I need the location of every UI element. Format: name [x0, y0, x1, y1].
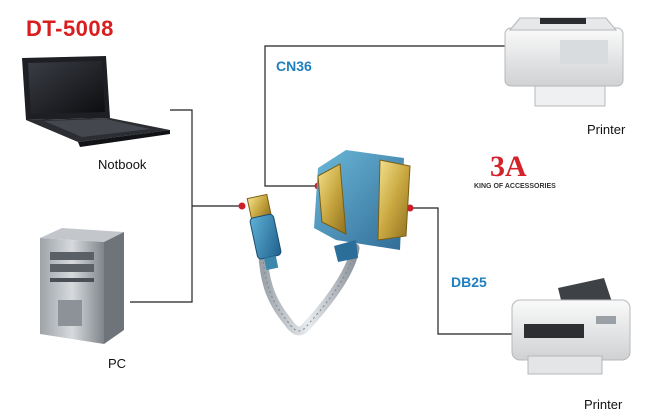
- db25-line: [410, 207, 512, 335]
- model-title: DT-5008: [26, 16, 114, 41]
- connector-dots: [238, 182, 414, 212]
- notebook-line: [170, 109, 193, 206]
- pc-line: [130, 206, 193, 303]
- db25-label: DB25: [451, 274, 487, 290]
- usb-plug-icon: [246, 193, 282, 271]
- printer-bottom-label: Printer: [584, 397, 623, 412]
- connection-lines: [130, 45, 512, 335]
- notebook-icon: [22, 56, 170, 147]
- logo-tagline: KING OF ACCESSORIES: [474, 183, 556, 190]
- printer-top-label: Printer: [587, 122, 626, 137]
- logo-mark: 3A: [490, 150, 527, 183]
- cn36-line: [264, 45, 505, 187]
- parallel-adapter-icon: [314, 150, 411, 262]
- laser-printer-icon: [504, 17, 624, 107]
- pc-tower-icon: [40, 228, 124, 344]
- pc-label: PC: [108, 356, 127, 371]
- brand-logo: 3A KING OF ACCESSORIES: [474, 150, 556, 190]
- inkjet-printer-icon: [511, 278, 631, 375]
- db25-dot: [406, 204, 414, 212]
- notebook-label: Notbook: [98, 157, 147, 172]
- usb-parallel-cable: [257, 227, 360, 336]
- cn36-label: CN36: [276, 58, 312, 74]
- usb-dot: [238, 202, 246, 210]
